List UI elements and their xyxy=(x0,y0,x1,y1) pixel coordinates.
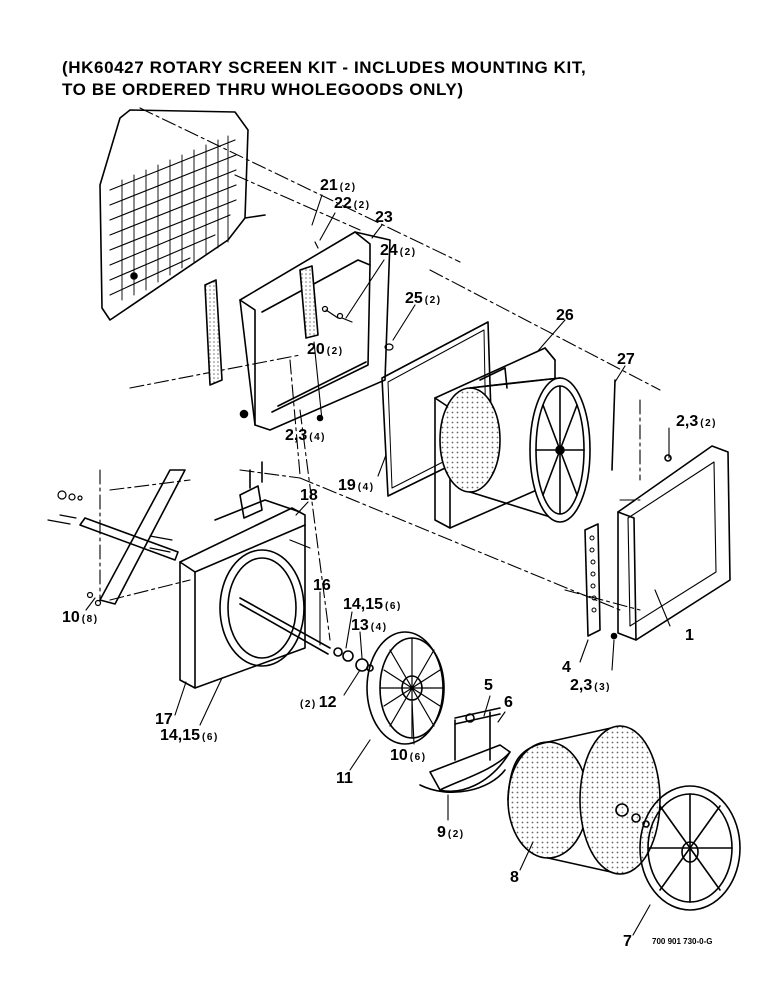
machine-side-panel xyxy=(99,109,266,321)
callout-19: 19(4) xyxy=(338,477,375,494)
spider-wheel-11 xyxy=(366,631,445,745)
screen-frame-1 xyxy=(611,379,731,641)
shaft-16 xyxy=(239,597,374,672)
callout-labels: 21(2) 22(2) 23 24(2) 25(2) 26 27 20(2) 2… xyxy=(62,177,717,950)
callout-16: 16 xyxy=(313,577,331,594)
callout-5: 5 xyxy=(484,677,493,694)
callout-1: 1 xyxy=(685,627,694,644)
front-frame-18 xyxy=(179,461,306,689)
callout-23: 23 xyxy=(375,209,393,226)
drawing-number: 700 901 730-0-G xyxy=(652,937,713,946)
callout-27: 27 xyxy=(617,351,635,368)
callout-10-a: 10(8) xyxy=(62,609,99,626)
callout-25: 25(2) xyxy=(405,290,442,307)
support-bracket-9 xyxy=(419,707,511,793)
callout-10-b: 10(6) xyxy=(390,747,427,764)
callout-9: 9(2) xyxy=(437,824,465,841)
callout-11: 11 xyxy=(336,770,353,787)
callout-20: 20(2) xyxy=(307,341,344,358)
callout-13: 13(4) xyxy=(351,617,388,634)
callout-12: (2)12 xyxy=(300,694,337,711)
screen-housing-26 xyxy=(434,347,591,529)
callout-26: 26 xyxy=(556,307,574,324)
callout-22: 22(2) xyxy=(334,195,371,212)
callout-2-3-a: 2,3(4) xyxy=(285,427,326,444)
callout-7: 7 xyxy=(623,933,632,950)
callout-14-15-b: 14,15(6) xyxy=(160,727,219,744)
callout-2-3-b: 2,3(2) xyxy=(676,413,717,430)
callout-4: 4 xyxy=(562,659,571,676)
seal-strip-21 xyxy=(204,265,319,386)
strip-4 xyxy=(584,523,618,640)
callout-21: 21(2) xyxy=(320,177,357,194)
callout-6: 6 xyxy=(504,694,513,711)
end-wheel-7 xyxy=(639,785,741,911)
crossbar-bracket xyxy=(47,469,311,607)
callout-24: 24(2) xyxy=(380,242,417,259)
callout-18: 18 xyxy=(300,487,318,504)
callout-8: 8 xyxy=(510,869,519,886)
mounting-frame-23 xyxy=(239,231,391,431)
diagram-title-line-2: TO BE ORDERED THRU WHOLEGOODS ONLY) xyxy=(62,80,464,99)
screen-drum-8 xyxy=(507,725,661,875)
callout-17: 17 xyxy=(155,711,173,728)
callout-14-15-a: 14,15(6) xyxy=(343,596,402,613)
diagram-title-line-1: (HK60427 ROTARY SCREEN KIT - INCLUDES MO… xyxy=(62,58,587,77)
callout-2-3-c: 2,3(3) xyxy=(570,677,611,694)
